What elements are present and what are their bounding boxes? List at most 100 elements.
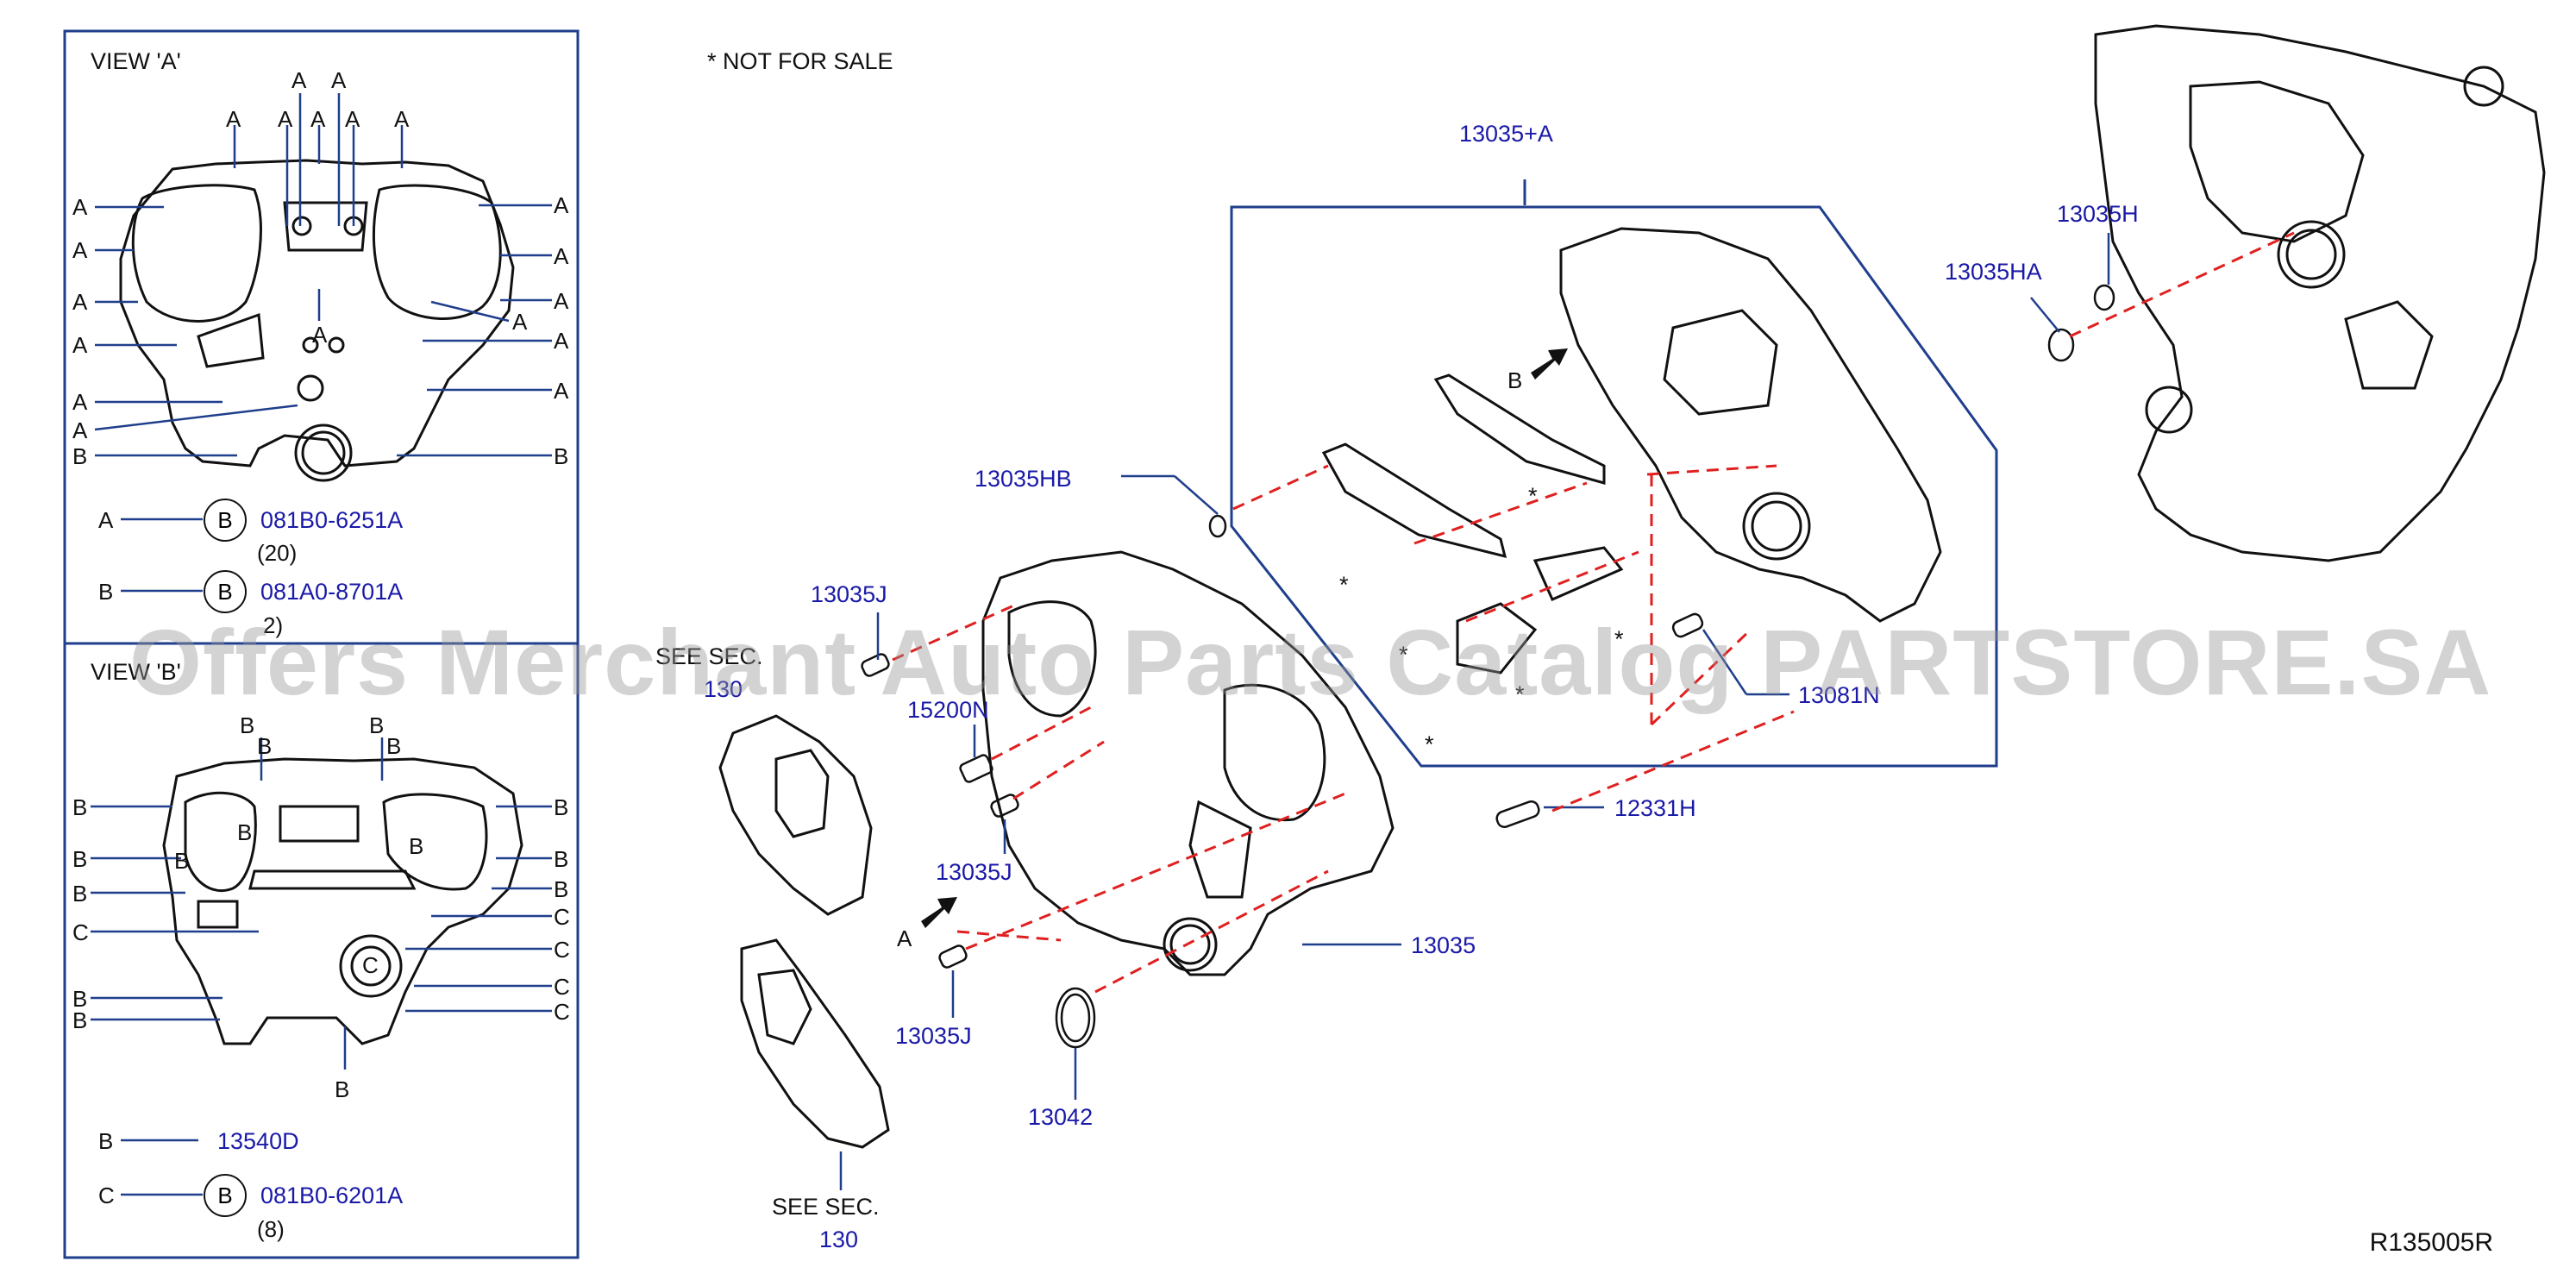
view-a-letter: A xyxy=(554,328,569,354)
arrow-a-icon xyxy=(921,897,957,928)
front-cover-13035 xyxy=(981,550,1395,976)
see-sec-part-top xyxy=(718,714,873,916)
assembly-dash-lines xyxy=(892,231,2295,994)
view-b-letter: C xyxy=(362,952,379,978)
view-a-letter: A xyxy=(554,192,569,218)
view-b-letter: B xyxy=(554,876,569,902)
arrow-b-icon xyxy=(1531,348,1568,380)
view-b-cover xyxy=(162,757,523,1045)
view-a-letter: B xyxy=(554,443,569,469)
part-link-13081n[interactable]: 13081N xyxy=(1798,682,1880,708)
legend-letter: B xyxy=(98,579,114,605)
view-b-letter: C xyxy=(554,937,570,963)
view-a-letter: A xyxy=(72,237,88,263)
callout-leaders xyxy=(839,233,2110,1190)
see-sec-top-text: SEE SEC. xyxy=(655,643,763,669)
view-a-letter: A xyxy=(394,106,410,132)
not-for-sale-marker: * xyxy=(1614,626,1624,652)
view-b-letter: B xyxy=(174,848,190,874)
view-a-letter: A xyxy=(72,332,88,358)
view-b-letter: B xyxy=(72,794,88,820)
bolt-qty: 2) xyxy=(263,612,284,638)
arrow-b-label: B xyxy=(1507,367,1523,393)
arrow-a-label: A xyxy=(897,925,912,951)
view-a-letter: A xyxy=(554,378,569,404)
bolt-circle-icon: B xyxy=(204,499,247,542)
not-for-sale-marker: * xyxy=(1425,731,1434,757)
view-b-letter: B xyxy=(554,846,569,872)
part-link-13035-a[interactable]: 13035+A xyxy=(1459,121,1553,147)
view-b-letter: C xyxy=(554,999,570,1025)
not-for-sale-note: * NOT FOR SALE xyxy=(707,48,893,74)
view-b-letter: B xyxy=(72,986,88,1012)
part-link-13042[interactable]: 13042 xyxy=(1028,1104,1094,1130)
see-sec-part-bottom xyxy=(740,938,890,1149)
view-b-letter: B xyxy=(409,833,424,859)
part-link-13035h[interactable]: 13035H xyxy=(2057,201,2139,227)
part-link-081b0-6251a[interactable]: 081B0-6251A xyxy=(260,507,404,533)
see-sec-top-link[interactable]: 130 xyxy=(704,676,743,702)
part-link-081a0-8701a[interactable]: 081A0-8701A xyxy=(260,579,404,605)
part-link-13035j-top[interactable]: 13035J xyxy=(811,581,887,607)
bolt-qty: (8) xyxy=(257,1216,285,1242)
part-link-13035hb[interactable]: 13035HB xyxy=(975,466,1072,492)
view-b-letter: C xyxy=(72,919,89,945)
see-sec-bottom-link[interactable]: 130 xyxy=(819,1227,859,1252)
legend-letter: A xyxy=(98,507,114,533)
part-link-13035j-bottom[interactable]: 13035J xyxy=(895,1023,972,1049)
not-for-sale-marker: * xyxy=(1339,572,1349,598)
part-link-13035j-mid[interactable]: 13035J xyxy=(936,859,1012,885)
view-a-letter: A xyxy=(554,288,569,314)
view-a-letter: A xyxy=(512,309,528,335)
bolt-qty: (20) xyxy=(257,540,298,566)
view-b-letter: C xyxy=(554,974,570,1000)
view-a-letter: A xyxy=(72,289,88,315)
not-for-sale-marker: * xyxy=(1515,681,1525,707)
see-sec-bottom-text: SEE SEC. xyxy=(772,1194,880,1220)
view-a-letter: A xyxy=(345,106,360,132)
view-b-title: VIEW 'B' xyxy=(91,659,181,685)
part-link-081b0-6201a[interactable]: 081B0-6201A xyxy=(260,1183,404,1208)
watermark-text: Offers Merchant Auto Parts Catalog PARTS… xyxy=(129,610,2492,714)
view-a-letter: A xyxy=(554,243,569,269)
view-a-letter: A xyxy=(310,106,326,132)
view-b-letter: B xyxy=(72,846,88,872)
part-link-12331h[interactable]: 12331H xyxy=(1614,795,1696,821)
view-a-letter: B xyxy=(72,443,88,469)
view-a-letter: A xyxy=(72,417,88,443)
bolt-circle-icon: B xyxy=(204,1174,247,1217)
view-b-letter: B xyxy=(237,819,253,845)
part-link-13035[interactable]: 13035 xyxy=(1411,932,1476,958)
view-b-frame xyxy=(63,642,580,1259)
view-a-title: VIEW 'A' xyxy=(91,48,181,74)
view-b-letter: B xyxy=(72,1007,88,1033)
legend-letter: B xyxy=(98,1128,114,1154)
view-a-letter: A xyxy=(72,389,88,415)
part-link-13540d[interactable]: 13540D xyxy=(217,1128,299,1154)
bolt-circle-icon: B xyxy=(204,570,247,613)
view-a-cover xyxy=(119,159,515,482)
view-a-letter: A xyxy=(331,67,347,93)
part-link-15200n[interactable]: 15200N xyxy=(907,697,989,723)
view-b-letter: C xyxy=(554,904,570,930)
view-b-letter: B xyxy=(240,712,255,738)
part-link-13035ha[interactable]: 13035HA xyxy=(1945,259,2042,285)
view-a-letter: A xyxy=(291,67,307,93)
view-b-letter: B xyxy=(335,1076,350,1102)
view-b-letter: B xyxy=(72,881,88,907)
kit-outline xyxy=(1230,179,1998,768)
legend-letter: C xyxy=(98,1183,115,1208)
kit-inner-cover xyxy=(1321,227,1942,675)
not-for-sale-marker: * xyxy=(1528,483,1538,509)
view-a-letter: A xyxy=(72,194,88,220)
view-b-letter: B xyxy=(257,733,273,759)
view-a-letter: A xyxy=(312,322,328,348)
view-b-letter: B xyxy=(554,794,569,820)
engine-block xyxy=(2094,24,2546,562)
view-a-leaders xyxy=(94,93,552,593)
small-parts xyxy=(861,284,2115,1049)
view-b-leaders xyxy=(91,737,552,1196)
view-a-letter: A xyxy=(226,106,241,132)
view-b-letter: B xyxy=(369,712,385,738)
